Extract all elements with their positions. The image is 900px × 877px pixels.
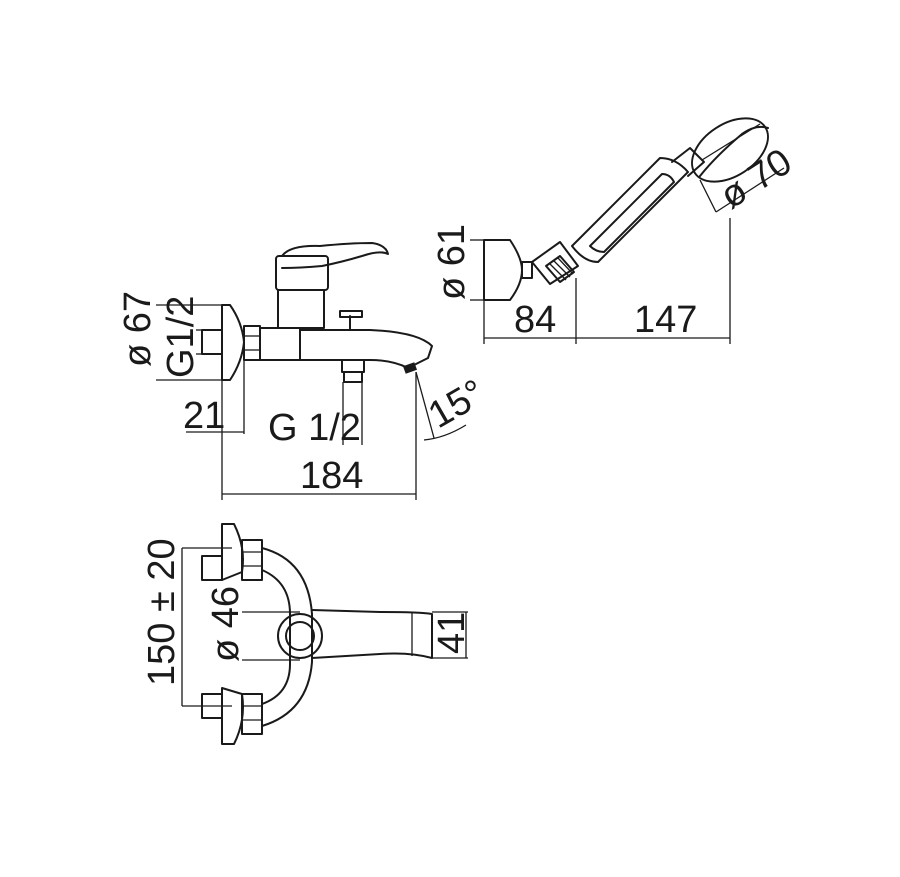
dim-shower-length: 147 xyxy=(634,299,697,341)
front-view-mixer xyxy=(181,523,468,745)
dim-spout-height: 41 xyxy=(431,612,473,654)
dim-thread-outlet: G 1/2 xyxy=(268,407,361,449)
dim-spout-angle: 15° xyxy=(421,372,492,437)
dim-holder-diameter: ø 61 xyxy=(431,224,473,300)
dim-center-distance: 150 ± 20 xyxy=(141,538,183,686)
dim-overall-width: 184 xyxy=(300,455,363,497)
side-view-mixer xyxy=(156,242,467,500)
dim-thread-inlet: G1/2 xyxy=(160,296,202,378)
dim-diameter-flange: ø 67 xyxy=(117,291,159,367)
hand-shower xyxy=(470,117,785,344)
dim-holder-length: 84 xyxy=(514,299,556,341)
dim-diverter-diameter: ø 46 xyxy=(205,586,247,662)
dim-offset-21: 21 xyxy=(183,395,225,437)
